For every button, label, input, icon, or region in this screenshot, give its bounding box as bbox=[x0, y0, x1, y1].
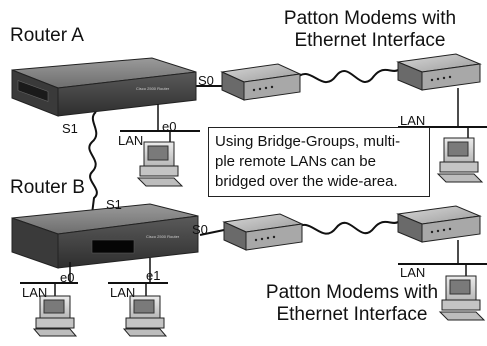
workstation-modem-bottom-right bbox=[438, 275, 486, 321]
serial-link-a-to-b bbox=[88, 111, 98, 215]
workstation-router-b-left bbox=[32, 295, 78, 337]
router-b-faceplate: Cisco 2500 Router bbox=[146, 234, 180, 239]
callout-line-1: Using Bridge-Groups, multi- bbox=[215, 133, 401, 150]
modem-top-left bbox=[220, 63, 302, 101]
modem-heading-top: Patton Modems with Ethernet Interface bbox=[270, 8, 470, 52]
serial-link-b-to-modem bbox=[199, 229, 225, 236]
router-b-label: Router B bbox=[10, 177, 85, 198]
workstation-modem-top-right bbox=[436, 137, 484, 183]
port-label-b-e0: e0 bbox=[60, 270, 75, 285]
router-b-device: Cisco 2500 Router bbox=[11, 203, 199, 269]
router-a-label: Router A bbox=[10, 25, 84, 46]
port-label-a-e0: e0 bbox=[162, 119, 177, 134]
port-label-b-s1: S1 bbox=[106, 197, 122, 212]
lan-label-router-b-right: LAN bbox=[110, 285, 136, 300]
serial-link-top-modems bbox=[295, 68, 399, 84]
modem-bottom-left bbox=[222, 213, 304, 251]
port-label-a-s1: S1 bbox=[62, 121, 78, 136]
modem-heading-bottom-line2: Ethernet Interface bbox=[276, 304, 428, 325]
port-label-b-e1: e1 bbox=[146, 268, 161, 283]
modem-heading-top-line1: Patton Modems with bbox=[283, 8, 457, 29]
serial-link-bottom-modems bbox=[295, 220, 399, 235]
callout-line-3: bridged over the wide-area. bbox=[215, 173, 398, 190]
lan-label-router-a: LAN bbox=[118, 133, 144, 148]
modem-heading-top-line2: Ethernet Interface bbox=[294, 30, 446, 51]
callout-line-2: ple remote LANs can be bbox=[215, 153, 376, 170]
router-a-faceplate: Cisco 2500 Router bbox=[136, 86, 170, 91]
lan-label-modem-bottom-right: LAN bbox=[400, 265, 426, 280]
lan-label-modem-top-right: LAN bbox=[400, 113, 426, 128]
port-label-a-s0: S0 bbox=[198, 73, 214, 88]
modem-bottom-right bbox=[396, 205, 482, 243]
modem-heading-bottom-line1: Patton Modems with bbox=[265, 282, 439, 303]
workstation-router-a bbox=[136, 141, 184, 187]
workstation-router-b-right bbox=[122, 295, 168, 337]
router-a-device: Cisco 2500 Router bbox=[11, 57, 197, 117]
port-label-b-s0: S0 bbox=[192, 222, 208, 237]
modem-heading-bottom: Patton Modems with Ethernet Interface bbox=[252, 282, 452, 326]
modem-top-right bbox=[396, 53, 482, 91]
bridge-groups-callout: Using Bridge-Groups, multi- ple remote L… bbox=[208, 127, 430, 197]
lan-label-router-b-left: LAN bbox=[22, 285, 48, 300]
